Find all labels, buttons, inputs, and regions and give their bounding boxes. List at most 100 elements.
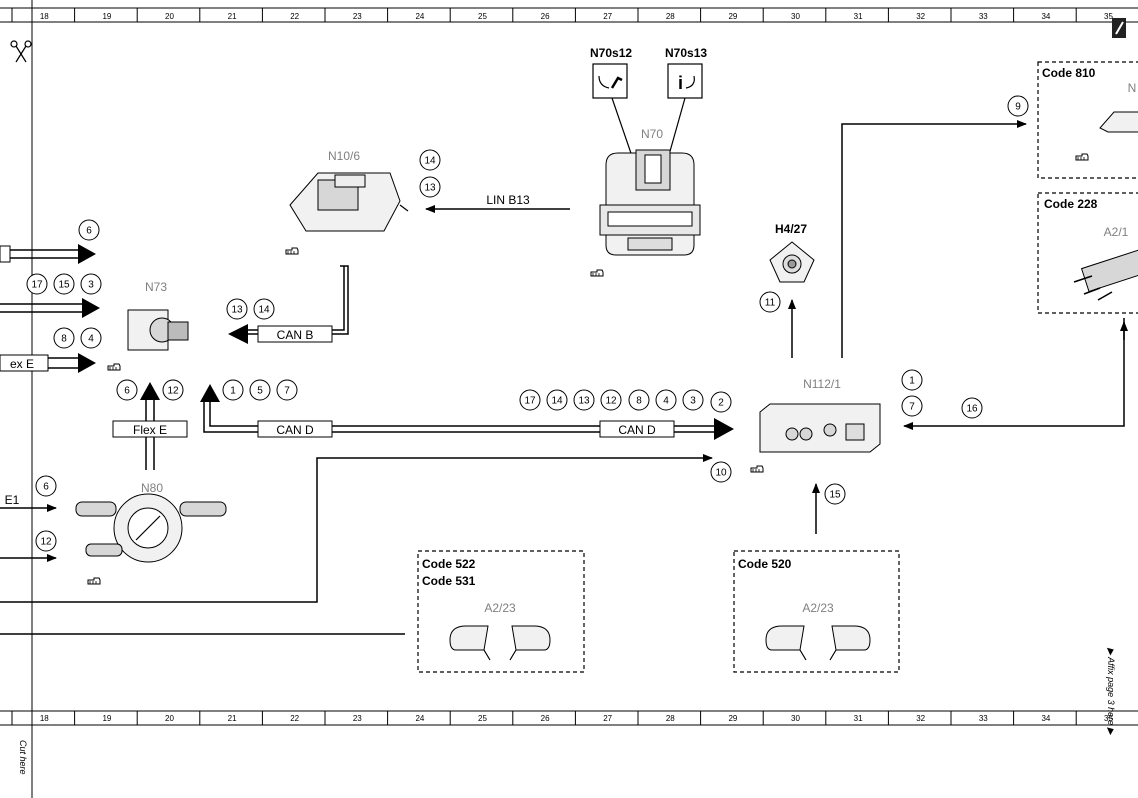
reference-hand-icon (590, 269, 604, 277)
n112-1-label: N112/1 (803, 377, 841, 391)
svg-text:16: 16 (966, 404, 978, 415)
n73-ignition-switch: N73 (107, 280, 189, 371)
svg-text:3: 3 (690, 396, 696, 407)
top-ruler-tick-34: 34 (1041, 12, 1050, 21)
callout-c1-b: 1 (901, 369, 923, 391)
svg-text:17: 17 (31, 280, 43, 291)
callout-bus-4: 4 (655, 389, 677, 411)
callout-c8-a: 8 (53, 327, 75, 349)
callout-c14-canb: 14 (253, 298, 275, 320)
callout-c16: 16 (961, 397, 983, 419)
svg-text:1: 1 (230, 386, 236, 397)
callout-c6-c: 6 (35, 475, 57, 497)
a2-23-right-label: A2/23 (802, 601, 834, 615)
svg-text:12: 12 (167, 386, 179, 397)
n70-overhead-panel: N70s12 N70s13 i N70 (590, 46, 707, 277)
code-810-box: Code 810 N (1037, 61, 1138, 179)
flex-e-cut-label: ex E (10, 357, 34, 371)
callout-c12-a: 12 (162, 379, 184, 401)
svg-text:14: 14 (424, 156, 436, 167)
svg-text:13: 13 (424, 183, 436, 194)
bottom-ruler-tick-18: 18 (40, 714, 49, 723)
svg-text:1: 1 (909, 376, 915, 387)
callout-c12-b: 12 (35, 530, 57, 552)
callout-c13-canb: 13 (226, 298, 248, 320)
flex-e-connection: Flex E (112, 382, 188, 470)
bottom-ruler-tick-20: 20 (165, 714, 174, 723)
reference-hand-icon (87, 577, 101, 585)
bottom-ruler-tick-28: 28 (666, 714, 675, 723)
n10-6-module: N10/6 (285, 149, 409, 255)
cut-here-label: Cut here (18, 740, 28, 775)
a2-23-left-label: A2/23 (484, 601, 516, 615)
svg-text:6: 6 (43, 482, 49, 493)
bottom-ruler-tick-27: 27 (603, 714, 612, 723)
top-ruler-tick-22: 22 (290, 12, 299, 21)
top-ruler-tick-35: 35 (1104, 12, 1113, 21)
svg-text:12: 12 (40, 537, 52, 548)
callout-c15-a: 15 (53, 273, 75, 295)
top-ruler-tick-20: 20 (165, 12, 174, 21)
phone-wrench-icon (592, 63, 628, 99)
svg-text:14: 14 (551, 396, 563, 407)
callout-c4-a: 4 (80, 327, 102, 349)
code-520-label: Code 520 (738, 557, 792, 571)
callout-c15-b: 15 (824, 483, 846, 505)
top-ruler-tick-33: 33 (979, 12, 988, 21)
left-inputs: ex E E1 (0, 244, 100, 562)
n112-1-module: N112/1 (750, 377, 881, 473)
top-ruler-tick-18: 18 (40, 12, 49, 21)
callout-c6-a: 6 (78, 219, 100, 241)
top-ruler-tick-25: 25 (478, 12, 487, 21)
top-ruler-tick-28: 28 (666, 12, 675, 21)
can-b-connection: CAN B (228, 265, 349, 344)
bottom-ruler-tick-33: 33 (979, 714, 988, 723)
bottom-ruler-tick-30: 30 (791, 714, 800, 723)
reference-hand-icon (285, 247, 299, 255)
bottom-ruler-tick-32: 32 (916, 714, 925, 723)
top-ruler-tick-19: 19 (102, 12, 111, 21)
callout-c11: 11 (759, 291, 781, 313)
scissors-icon (10, 40, 32, 63)
svg-text:13: 13 (578, 396, 590, 407)
can-b-label: CAN B (277, 328, 314, 342)
bottom-ruler-tick-34: 34 (1041, 714, 1050, 723)
bottom-ruler-tick-23: 23 (353, 714, 362, 723)
svg-text:13: 13 (231, 305, 243, 316)
bottom-ruler-tick-22: 22 (290, 714, 299, 723)
callout-c3-a: 3 (80, 273, 102, 295)
svg-text:7: 7 (284, 386, 290, 397)
svg-text:8: 8 (61, 334, 67, 345)
code-228-label: Code 228 (1044, 197, 1098, 211)
svg-text:9: 9 (1015, 102, 1021, 113)
callout-c5: 5 (249, 379, 271, 401)
bottom-ruler-tick-29: 29 (728, 714, 737, 723)
info-phone-icon: i (667, 63, 703, 99)
svg-text:11: 11 (765, 298, 776, 309)
callout-c10: 10 (710, 461, 732, 483)
callout-c7-a: 7 (276, 379, 298, 401)
svg-text:3: 3 (88, 280, 94, 291)
svg-text:4: 4 (663, 396, 669, 407)
callout-bus-8: 8 (628, 389, 650, 411)
n80-steering-column-module: N80 (75, 481, 227, 585)
callout-bus-17: 17 (519, 389, 541, 411)
callout-bus-3: 3 (682, 389, 704, 411)
lower-lines (0, 454, 713, 635)
can-d-right-label: CAN D (618, 423, 656, 437)
svg-text:15: 15 (58, 280, 70, 291)
lin-b13-label: LIN B13 (486, 193, 530, 207)
h4-27-speaker: H4/27 (769, 222, 815, 283)
n112-wires (788, 120, 1128, 534)
callout-c7-b: 7 (901, 395, 923, 417)
n70s12-label: N70s12 (590, 46, 632, 60)
svg-text:6: 6 (86, 226, 92, 237)
reference-hand-icon (107, 363, 121, 371)
top-ruler-tick-29: 29 (728, 12, 737, 21)
lin-b13-connection: LIN B13 (425, 193, 570, 213)
svg-text:7: 7 (909, 402, 915, 413)
top-ruler-tick-26: 26 (541, 12, 550, 21)
